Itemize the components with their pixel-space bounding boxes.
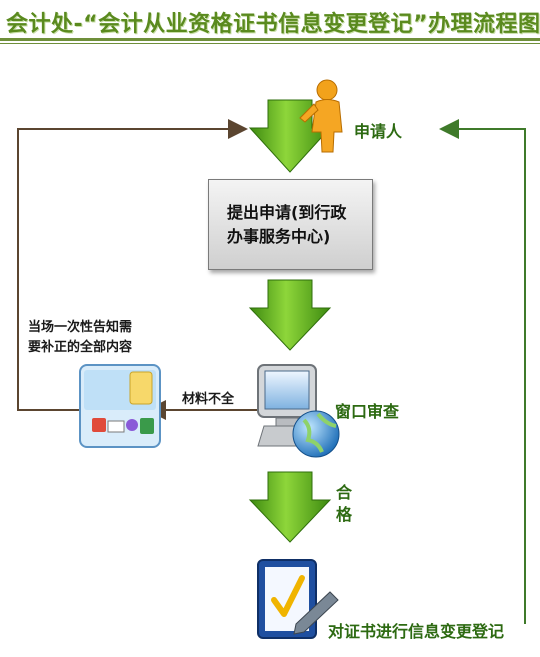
window-review-label: 窗口审查 [335,402,400,421]
pen-icon [293,591,339,635]
left-feedback-connector [17,119,248,411]
notify-label: 当场一次性告知需 要补正的全部内容 [28,318,132,358]
person-icon [299,79,343,153]
page-title: 会计处-“会计从业资格证书信息变更登记”办理流程图 [6,12,540,37]
folder-icon [79,364,161,448]
applicant-label: 申请人 [354,122,403,141]
down-arrow-3 [248,471,332,543]
right-feedback-connector [439,119,526,624]
submit-label-line2: 办事服务中心) [227,226,331,246]
register-label: 对证书进行信息变更登记 [328,622,505,641]
title-underline [0,38,540,41]
submit-application-box: 提出申请(到行政 办事服务中心) [208,179,373,270]
title-underline-thin [0,43,540,44]
qualified-label-1: 合 [336,483,353,502]
notify-label-line2: 要补正的全部内容 [28,340,133,355]
globe-icon [292,410,340,458]
notify-label-line1: 当场一次性告知需 [28,320,133,335]
incomplete-label: 材料不全 [182,392,235,407]
submit-label-line1: 提出申请(到行政 [227,202,347,222]
qualified-label-2: 格 [336,505,353,524]
down-arrow-2 [248,279,332,351]
qualified-label: 合 格 [336,482,352,526]
